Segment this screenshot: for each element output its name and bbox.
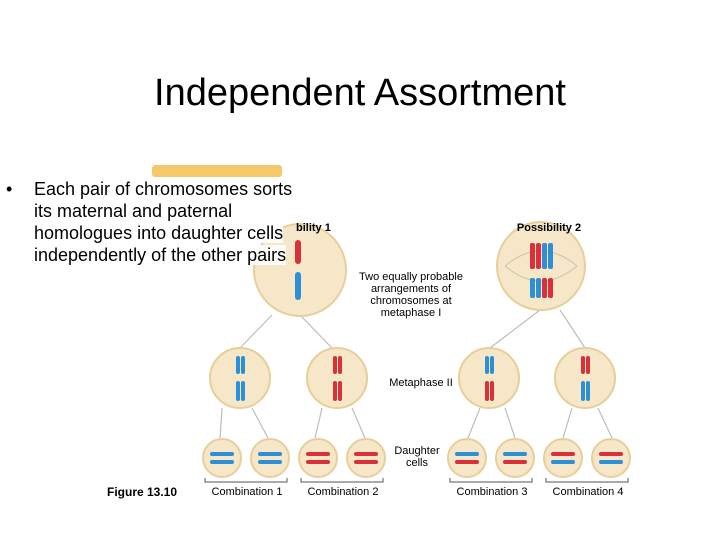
metaphase2-cell-3 [458,347,520,409]
daughter-cell [202,438,242,478]
combination-3-label: Combination 3 [456,486,528,498]
metaphase1-cell-right [496,221,586,311]
metaphase2-cell-4 [554,347,616,409]
daughter-cells [202,438,631,478]
connector-lines [219,309,613,439]
combination-2-label: Combination 2 [307,486,379,498]
daughter-cells-label: Daughter cells [394,445,440,469]
combination-1-label: Combination 1 [211,486,283,498]
bullet-text: Each pair of chromosomes sorts its mater… [34,179,293,265]
daughter-cell [447,438,487,478]
combination-4-label: Combination 4 [552,486,624,498]
daughter-cell [591,438,631,478]
daughter-cell [298,438,338,478]
slide-title: Independent Assortment [154,72,566,114]
daughter-cell [495,438,535,478]
arrangements-note: Two equally probable arrangements of chr… [359,271,463,319]
possibility-2-label: Possibility 2 [516,222,582,234]
figure-tab [152,165,282,177]
metaphase2-cell-1 [209,347,271,409]
daughter-cell [250,438,290,478]
figure-label: Figure 13.10 [107,485,178,499]
metaphase2-label: Metaphase II [389,377,453,389]
bullet-list: • Each pair of chromosomes sorts its mat… [6,178,306,266]
daughter-cell [543,438,583,478]
daughter-cell [346,438,386,478]
metaphase2-cell-2 [306,347,368,409]
combination-brackets [204,478,629,483]
possibility-1-label: bility 1 [296,222,331,234]
bullet-item: • Each pair of chromosomes sorts its mat… [6,178,306,266]
bullet-dot: • [6,179,13,199]
